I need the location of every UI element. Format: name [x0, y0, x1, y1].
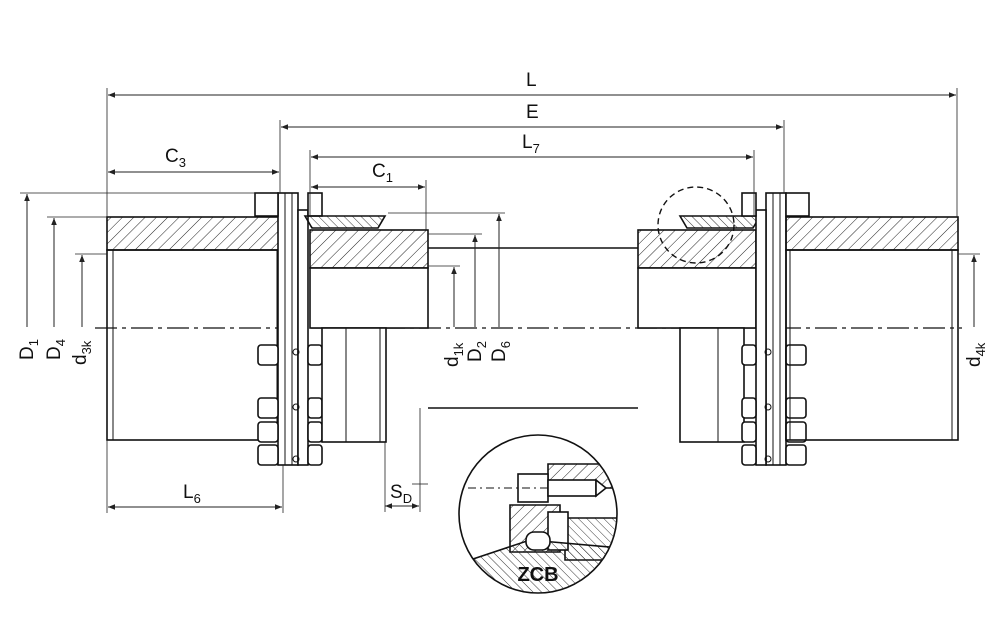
label-D2: D2	[465, 341, 489, 362]
detail-marker-circle	[657, 186, 735, 264]
label-L6: L6	[183, 482, 201, 506]
label-D1: D1	[17, 339, 41, 360]
detail-view-zcb: ZCB	[458, 434, 618, 594]
label-C3: C3	[165, 146, 186, 170]
left-bolts	[257, 344, 323, 466]
label-d3k: d3k	[70, 340, 94, 365]
label-D4: D4	[44, 339, 68, 360]
label-d4k: d4k	[964, 342, 988, 367]
label-D6: D6	[489, 341, 513, 362]
right-spacer-flange	[637, 215, 762, 443]
label-C1: C1	[372, 161, 393, 185]
label-d1k: d1k	[442, 342, 466, 367]
label-E: E	[526, 102, 539, 123]
label-SD: SD	[390, 482, 412, 506]
label-L7: L7	[522, 132, 540, 156]
spacer-tube	[428, 247, 638, 409]
label-L: L	[526, 70, 537, 91]
right-hub	[785, 216, 959, 441]
right-disc-pack	[741, 192, 810, 466]
left-spacer-flange	[303, 215, 429, 443]
right-bolts	[741, 344, 807, 466]
left-disc-pack	[254, 192, 323, 466]
detail-label-zcb: ZCB	[517, 564, 558, 586]
